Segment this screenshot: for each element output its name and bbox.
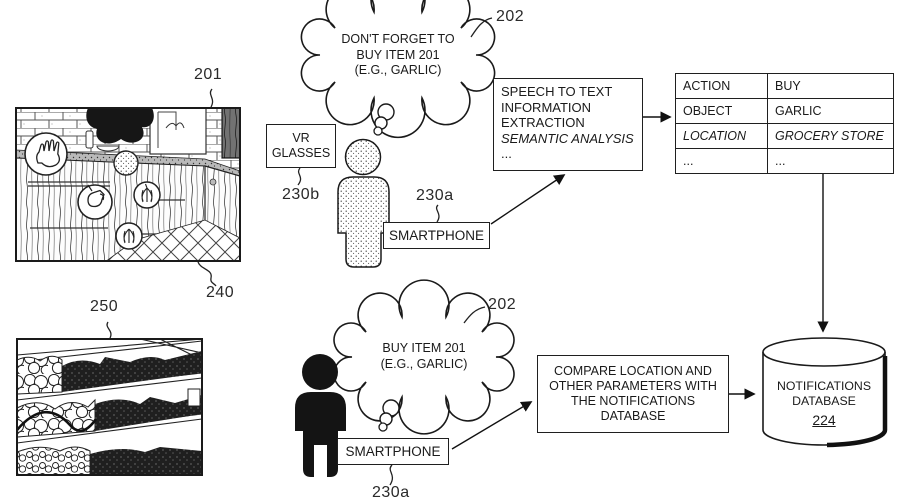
speech-line3: EXTRACTION	[501, 115, 585, 130]
thought-bottom-text: BUY ITEM 201 (E.G., GARLIC)	[354, 341, 494, 372]
speech-line2: INFORMATION	[501, 99, 592, 115]
leader-240	[197, 261, 217, 287]
table-cell-key: OBJECT	[675, 98, 768, 124]
smartphone-bottom-label: SMARTPHONE	[345, 444, 441, 459]
ref-230a-bottom: 230a	[372, 484, 410, 501]
compare-parameters-box: COMPARE LOCATION AND OTHER PARAMETERS WI…	[537, 355, 729, 433]
ref-250: 250	[90, 298, 119, 315]
kitchen-scene-image	[15, 88, 241, 287]
thought-top-line2: BUY ITEM 201	[356, 47, 440, 62]
table-cell-value: BUY	[767, 73, 894, 99]
leader-230a-bottom	[389, 464, 394, 486]
compare-line1: COMPARE LOCATION AND	[554, 364, 712, 378]
leader-250	[106, 321, 112, 339]
arrow-smartphone-to-speech	[490, 174, 566, 225]
vr-glasses-box: VR GLASSES	[266, 124, 336, 168]
table-row: OBJECT GARLIC	[675, 98, 894, 124]
compare-line2: OTHER PARAMETERS WITH	[549, 379, 717, 393]
leader-201	[209, 88, 214, 108]
grocery-scene-image	[16, 321, 203, 476]
ref-224: 224	[812, 412, 836, 428]
ref-202-bottom: 202	[488, 296, 517, 313]
user-figure-top	[337, 138, 390, 268]
leader-202-bottom	[463, 306, 486, 324]
vr-glasses-line1: VR	[292, 131, 310, 145]
compare-line4: DATABASE	[600, 409, 666, 423]
ref-202-top: 202	[496, 8, 525, 25]
ref-230a-top: 230a	[416, 187, 454, 204]
leader-202-top	[470, 17, 493, 38]
table-cell-value: GARLIC	[767, 98, 894, 124]
speech-line5: ...	[501, 146, 512, 161]
user-figure-bottom	[295, 354, 346, 477]
arrow-smartphone-to-compare	[451, 401, 533, 450]
smartphone-top-label: SMARTPHONE	[388, 228, 484, 243]
speech-line4: SEMANTIC ANALYSIS	[501, 130, 634, 146]
table-cell-value: ...	[767, 148, 894, 174]
thought-top-line1: DON'T FORGET TO	[341, 32, 455, 46]
thought-cloud-bottom	[333, 279, 515, 435]
thought-cloud-top	[300, 0, 496, 139]
semantic-parameter-table: ACTION BUY OBJECT GARLIC LOCATION GROCER…	[675, 73, 894, 174]
leader-230b	[297, 167, 302, 186]
table-row: LOCATION GROCERY STORE	[675, 123, 894, 149]
table-cell-key: ACTION	[675, 73, 768, 99]
thought-top-text: DON'T FORGET TO BUY ITEM 201 (E.G., GARL…	[328, 32, 468, 79]
thought-top-line3: (E.G., GARLIC)	[354, 63, 442, 77]
database-cylinder	[762, 337, 888, 448]
leader-230a-top	[435, 204, 440, 223]
thought-bottom-line2: (E.G., GARLIC)	[380, 356, 468, 371]
database-label: NOTIFICATIONS DATABASE 224	[763, 379, 885, 429]
vr-glasses-line2: GLASSES	[271, 146, 331, 160]
ref-201: 201	[194, 66, 223, 83]
database-line2: DATABASE	[792, 393, 856, 408]
table-row: ACTION BUY	[675, 73, 894, 99]
speech-line1: SPEECH TO TEXT	[501, 84, 613, 99]
ref-240: 240	[206, 284, 235, 301]
table-cell-key: ...	[675, 148, 768, 174]
table-row: ... ...	[675, 148, 894, 174]
table-cell-value: GROCERY STORE	[767, 123, 894, 149]
database-line1: NOTIFICATIONS	[776, 379, 872, 393]
smartphone-box-bottom: SMARTPHONE	[337, 438, 449, 465]
thought-bottom-line1: BUY ITEM 201	[382, 341, 466, 355]
speech-analysis-box: SPEECH TO TEXT INFORMATION EXTRACTION SE…	[493, 78, 643, 171]
compare-line3: THE NOTIFICATIONS	[570, 394, 696, 408]
smartphone-box-top: SMARTPHONE	[383, 222, 490, 249]
table-cell-key: LOCATION	[675, 123, 768, 149]
ref-230b: 230b	[282, 186, 320, 203]
